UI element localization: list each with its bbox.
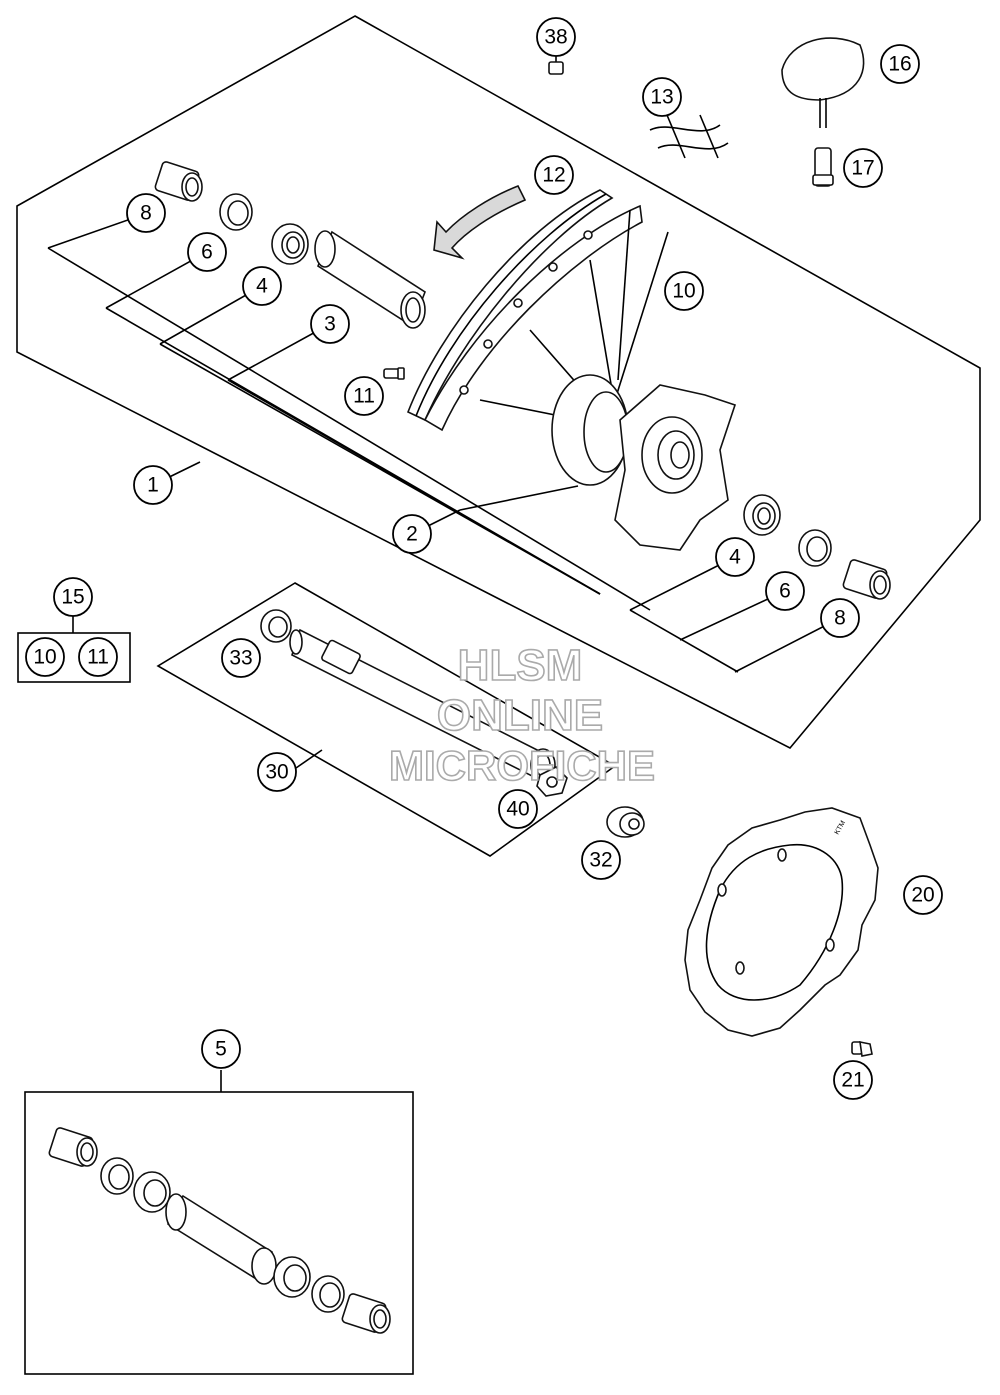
svg-text:6: 6 <box>779 580 791 603</box>
callout-16: 16 <box>880 44 920 84</box>
callout-17: 17 <box>843 148 883 188</box>
distance-tube-part <box>314 230 426 329</box>
callout-5: 5 <box>201 1029 241 1069</box>
svg-text:21: 21 <box>841 1069 864 1092</box>
watermark-line3: MICROFICHE <box>389 742 655 789</box>
bearing-right-part <box>743 494 781 536</box>
callout-6-left: 6 <box>187 232 227 272</box>
svg-text:13: 13 <box>650 86 673 109</box>
svg-text:6: 6 <box>201 241 213 264</box>
callout-30: 30 <box>257 752 297 792</box>
bearing-kit-box <box>24 1091 414 1375</box>
svg-text:15: 15 <box>61 586 84 609</box>
callout-12: 12 <box>534 155 574 195</box>
svg-text:32: 32 <box>589 849 612 872</box>
svg-text:4: 4 <box>256 275 268 298</box>
svg-text:11: 11 <box>353 385 375 408</box>
svg-text:5: 5 <box>215 1038 227 1061</box>
svg-text:20: 20 <box>911 884 934 907</box>
svg-text:8: 8 <box>834 607 846 630</box>
callout-kit-10: 10 <box>25 637 65 677</box>
callout-6-right: 6 <box>765 571 805 611</box>
callout-21: 21 <box>833 1060 873 1100</box>
seal-part <box>219 193 253 231</box>
rim-tape-part <box>649 114 729 159</box>
rotation-arrow <box>433 184 527 260</box>
callout-15: 15 <box>53 577 93 617</box>
svg-text:11: 11 <box>87 646 109 669</box>
svg-text:12: 12 <box>542 164 565 187</box>
spindle-seal-part <box>260 609 292 643</box>
callout-13: 13 <box>642 77 682 117</box>
spindle-nut-part <box>536 766 568 797</box>
callout-20: 20 <box>903 875 943 915</box>
svg-text:4: 4 <box>729 546 741 569</box>
callout-11: 11 <box>344 376 384 416</box>
svg-text:3: 3 <box>324 313 336 336</box>
svg-text:16: 16 <box>888 53 911 76</box>
callout-3: 3 <box>310 304 350 344</box>
collar-screw-part <box>606 806 645 838</box>
watermark-line1: HLSM <box>458 641 583 690</box>
callout-1: 1 <box>133 465 173 505</box>
svg-text:38: 38 <box>544 26 567 49</box>
watermark-line2: ONLINE <box>437 691 603 740</box>
callout-33: 33 <box>221 638 261 678</box>
svg-text:10: 10 <box>672 280 695 303</box>
rim-lock-part <box>781 37 865 128</box>
callout-8-right: 8 <box>820 598 860 638</box>
callout-4-left: 4 <box>242 266 282 306</box>
callout-38: 38 <box>536 17 576 57</box>
callout-8-left: 8 <box>126 193 166 233</box>
svg-text:1: 1 <box>147 474 159 497</box>
callout-kit-11: 11 <box>78 637 118 677</box>
leader-30 <box>295 749 323 769</box>
disc-screw-part <box>851 1040 873 1057</box>
bearing-part <box>271 223 309 265</box>
rim-part <box>406 189 643 432</box>
spacer-part <box>154 161 203 202</box>
callout-10: 10 <box>664 271 704 311</box>
watermark: HLSM ONLINE MICROFICHE <box>388 640 656 790</box>
valve-cap-part <box>548 61 564 75</box>
bearing-kit-parts <box>48 1127 391 1334</box>
callout-4-right: 4 <box>715 537 755 577</box>
svg-text:30: 30 <box>265 761 288 784</box>
callout-32: 32 <box>581 840 621 880</box>
wheel-assembly-outline <box>16 15 981 750</box>
svg-text:33: 33 <box>229 647 252 670</box>
seal-right-part <box>798 529 832 567</box>
svg-text:10: 10 <box>33 646 56 669</box>
svg-text:2: 2 <box>406 523 418 546</box>
hub-part <box>551 374 737 551</box>
callout-2: 2 <box>392 514 432 554</box>
callout-40: 40 <box>498 789 538 829</box>
brake-disc-part: KTM <box>684 807 879 1037</box>
svg-text:8: 8 <box>140 202 152 225</box>
spacer-right-part <box>842 559 891 600</box>
svg-text:17: 17 <box>851 157 874 180</box>
rim-lock-nut-part <box>812 147 834 187</box>
wheel-spindle-outline <box>156 582 617 857</box>
nipple-part <box>383 367 405 380</box>
svg-text:40: 40 <box>506 798 529 821</box>
